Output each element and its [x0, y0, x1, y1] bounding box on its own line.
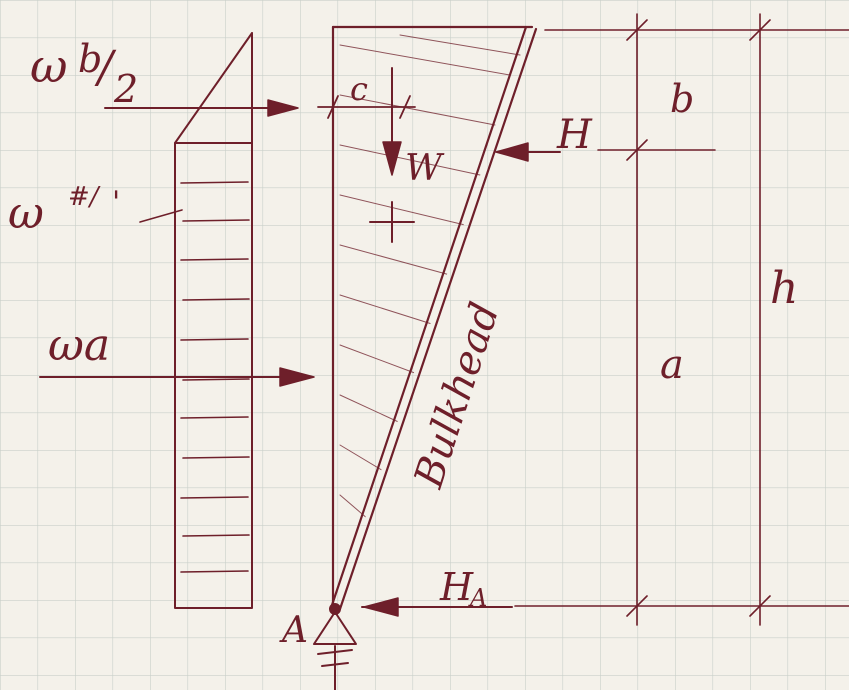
bulkhead-member	[329, 25, 538, 611]
label-wa: ωa	[48, 320, 110, 371]
pressure-diagram	[174, 32, 253, 609]
label-wb2-b: b	[78, 37, 102, 81]
label-w-per-ft-ft: '	[112, 185, 120, 220]
arrow-HA	[361, 597, 513, 617]
soil-block	[331, 25, 534, 610]
label-HA-H: H	[439, 565, 474, 609]
label-A: A	[279, 610, 308, 651]
label-HA-subscript: A	[468, 584, 487, 612]
label-wb2-w: ω	[30, 39, 68, 93]
label-H: H	[556, 112, 593, 158]
label-c: c	[350, 70, 368, 108]
arrow-wa	[39, 367, 315, 387]
arrow-wb2	[104, 99, 299, 117]
centroid-cross	[369, 201, 415, 243]
arrow-W	[382, 67, 402, 176]
label-wb2-slash: /	[94, 42, 117, 93]
pin-support	[313, 603, 357, 690]
arrow-H	[495, 142, 561, 162]
label-a-dimension: a	[660, 342, 684, 388]
c-dimension	[317, 95, 416, 119]
label-b-dimension: b	[670, 77, 694, 121]
label-w-per-ft-sup: #/	[68, 182, 101, 212]
dimension-lines	[139, 13, 849, 626]
label-h-dimension: h	[770, 263, 798, 314]
label-wb2-2: 2	[113, 67, 138, 111]
pressure-hatching	[180, 181, 250, 573]
label-w-per-ft-w: ω	[8, 188, 44, 239]
label-W: W	[405, 148, 445, 189]
